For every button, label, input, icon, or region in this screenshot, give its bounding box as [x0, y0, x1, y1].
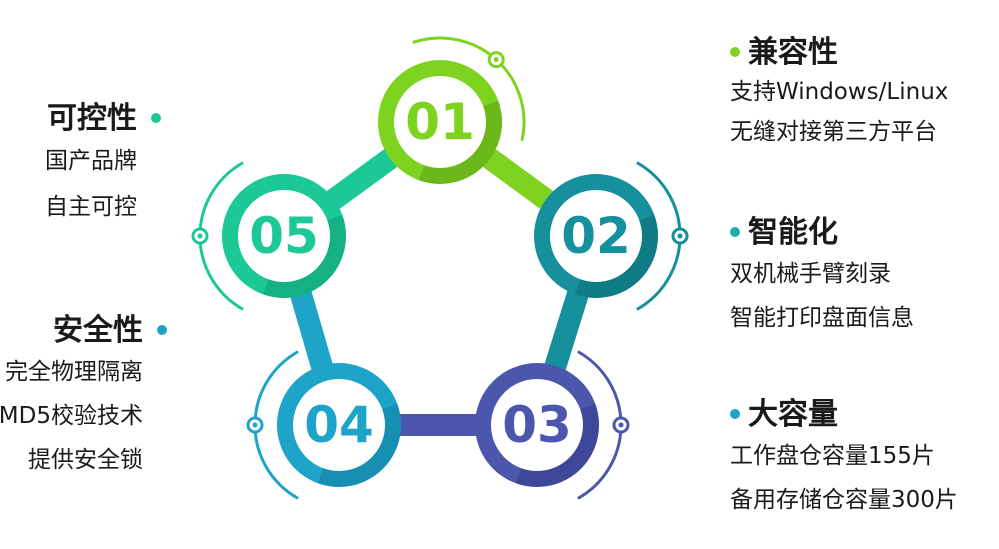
feature-line: 智能打印盘面信息: [730, 305, 914, 331]
feature-title: 智能化: [748, 215, 838, 250]
node-inner-circle: [238, 190, 330, 282]
feature-line: 工作盘仓容量155片: [730, 443, 935, 469]
bullet-dot: [157, 324, 167, 335]
feature-capacity: 大容量 工作盘仓容量155片 备用存储仓容量300片: [730, 396, 958, 522]
node-01: 01: [378, 60, 502, 185]
bullet-dot: [730, 226, 740, 237]
feature-line: 提供安全锁: [28, 447, 143, 473]
arc-ring-center: [493, 57, 499, 63]
node-02: 02: [534, 174, 658, 298]
node-inner-circle: [491, 379, 583, 471]
node-number: 02: [561, 207, 631, 265]
feature-line: 国产品牌: [45, 148, 137, 174]
arc-ring-center: [677, 233, 683, 239]
feature-security: 安全性 完全物理隔离 MD5校验技术 提供安全锁: [0, 312, 167, 482]
node-05: 05: [222, 174, 347, 298]
feature-line: 自主可控: [45, 194, 137, 220]
feature-title: 大容量: [748, 397, 838, 432]
arc-ring-center: [197, 233, 203, 239]
arc-ring-center: [618, 422, 624, 428]
feature-line: MD5校验技术: [0, 403, 143, 429]
feature-line: 双机械手臂刻录: [730, 261, 891, 287]
feature-line: 完全物理隔离: [5, 359, 143, 385]
feature-line: 支持Windows/Linux: [730, 79, 949, 105]
node-inner-circle: [293, 379, 385, 471]
bullet-dot: [730, 46, 740, 57]
node-number: 03: [502, 396, 572, 454]
node-number: 05: [249, 207, 319, 265]
feature-title: 兼容性: [748, 35, 838, 70]
node-inner-circle: [550, 190, 642, 282]
feature-intelligence: 智能化 双机械手臂刻录 智能打印盘面信息: [730, 214, 914, 340]
feature-compatibility: 兼容性 支持Windows/Linux 无缝对接第三方平台: [730, 34, 948, 152]
feature-line: 无缝对接第三方平台: [730, 119, 937, 145]
feature-controllability: 可控性 国产品牌 自主可控: [45, 100, 161, 230]
bullet-dot: [730, 408, 740, 419]
node-04: 04: [277, 363, 401, 488]
node-inner-circle: [394, 76, 486, 168]
feature-title: 安全性: [53, 313, 143, 348]
node-number: 01: [405, 93, 475, 151]
node-03: 03: [475, 363, 599, 487]
feature-title: 可控性: [47, 101, 137, 136]
feature-line: 备用存储仓容量300片: [730, 487, 958, 513]
arc-ring-center: [252, 422, 258, 428]
bullet-dot: [151, 112, 161, 123]
node-number: 04: [304, 396, 374, 454]
